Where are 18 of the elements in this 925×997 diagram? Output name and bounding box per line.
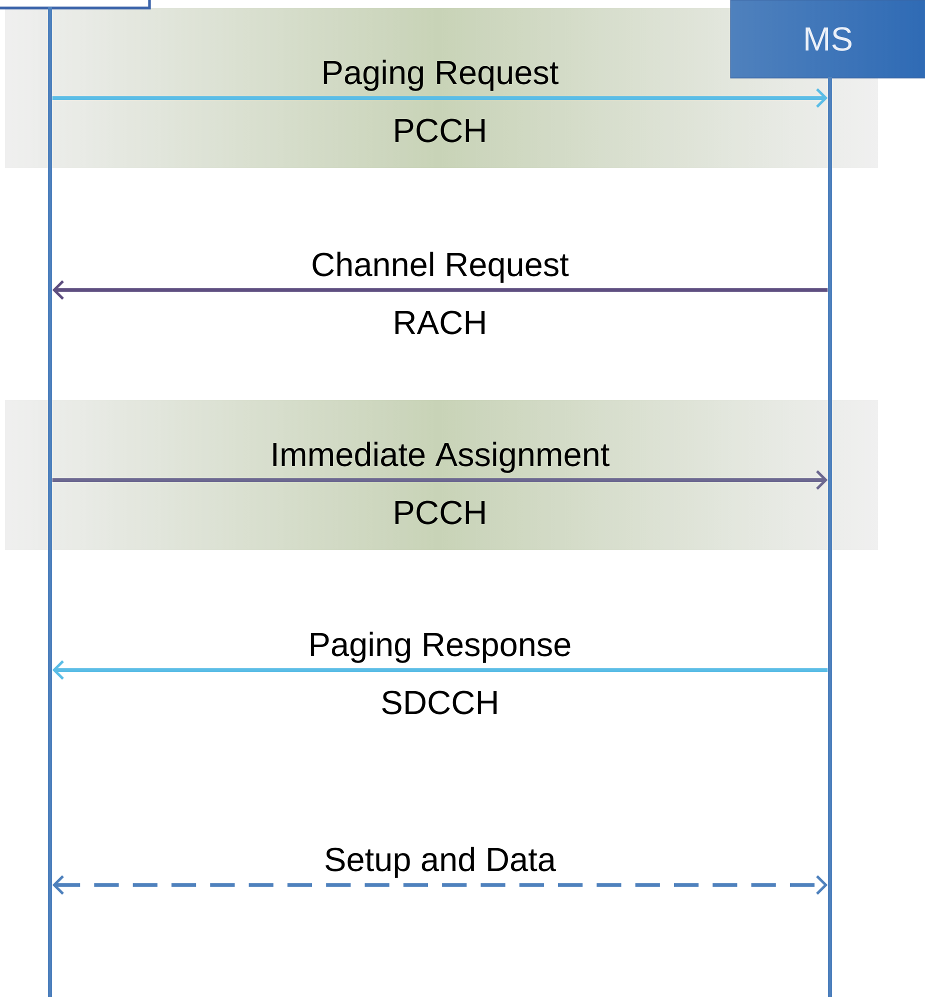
channel-label: RACH [395, 310, 485, 334]
message-label: Setup and Data [326, 846, 556, 878]
channel-label: PCCH [395, 500, 485, 524]
entity-box [0, 0, 151, 10]
lifeline [828, 77, 832, 997]
message-label: Paging Response [310, 632, 570, 663]
arrow [52, 280, 828, 300]
message-label: Paging Request [324, 60, 558, 91]
lifeline [48, 7, 52, 997]
arrow [52, 88, 828, 108]
entity-box: MS [730, 0, 925, 78]
channel-label: SDCCH [382, 690, 497, 714]
arrow [52, 875, 828, 895]
channel-label: PCCH [395, 118, 485, 142]
arrow [52, 660, 828, 680]
message-label: Immediate Assignment [273, 442, 610, 473]
message-label: Channel Request [312, 252, 569, 283]
arrow [52, 470, 828, 490]
